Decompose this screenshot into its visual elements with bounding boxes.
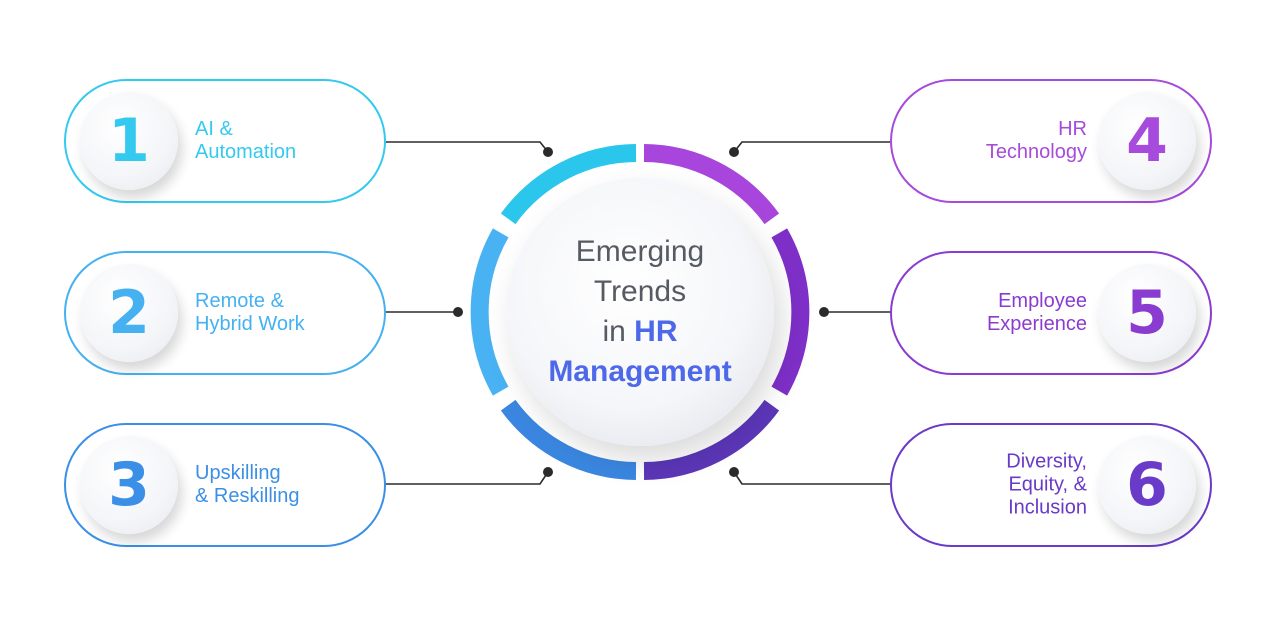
ring-segment-4 <box>643 144 780 225</box>
connector-dot <box>729 147 739 157</box>
trend-label-3: Upskilling & Reskilling <box>195 462 300 507</box>
trend-label-2: Remote & Hybrid Work <box>195 290 305 335</box>
trend-label-5: Employee Experience <box>986 290 1087 335</box>
trend-label-4: HR Technology <box>985 118 1087 163</box>
connector-dot <box>543 467 553 477</box>
trend-card-5: 5 Employee Experience <box>890 251 1212 375</box>
connector-dot <box>819 307 829 317</box>
ring-segment-6 <box>643 399 780 480</box>
ring-segment-1 <box>500 144 637 225</box>
trend-card-1: 1 AI & Automation <box>64 79 386 203</box>
trend-number-2: 2 <box>80 264 178 362</box>
trend-card-3: 3 Upskilling & Reskilling <box>64 423 386 547</box>
trend-number-1: 1 <box>80 92 178 190</box>
trend-number-5: 5 <box>1098 264 1196 362</box>
trend-number-3: 3 <box>80 436 178 534</box>
connector-dot <box>453 307 463 317</box>
ring-segment-5 <box>771 228 810 396</box>
trend-number-4: 4 <box>1098 92 1196 190</box>
center-title-line-2: Trends <box>593 275 687 308</box>
ring-segment-3 <box>500 399 637 480</box>
trend-number-6: 6 <box>1098 436 1196 534</box>
trend-card-4: 4 HR Technology <box>890 79 1212 203</box>
ring-segment-2 <box>470 228 509 396</box>
center-title-hr: HR <box>634 315 678 348</box>
central-ring <box>470 144 810 480</box>
center-title: Emerging Trends in HR Management <box>512 232 768 392</box>
trend-label-6: Diversity, Equity, & Inclusion <box>1006 450 1087 519</box>
connector-dot <box>729 467 739 477</box>
connector-1 <box>372 141 549 153</box>
center-title-line-4: Management <box>548 355 732 388</box>
trend-label-1: AI & Automation <box>195 118 297 163</box>
connector-4 <box>733 141 910 153</box>
center-disc <box>506 178 774 446</box>
center-title-line-3: in HR <box>512 312 768 352</box>
center-title-line-1: Emerging <box>575 235 705 268</box>
trend-card-2: 2 Remote & Hybrid Work <box>64 251 386 375</box>
connector-dot <box>543 147 553 157</box>
trend-card-6: 6 Diversity, Equity, & Inclusion <box>890 423 1212 547</box>
connector-6 <box>733 471 910 485</box>
center-title-in: in <box>602 315 626 348</box>
connector-3 <box>372 471 549 485</box>
